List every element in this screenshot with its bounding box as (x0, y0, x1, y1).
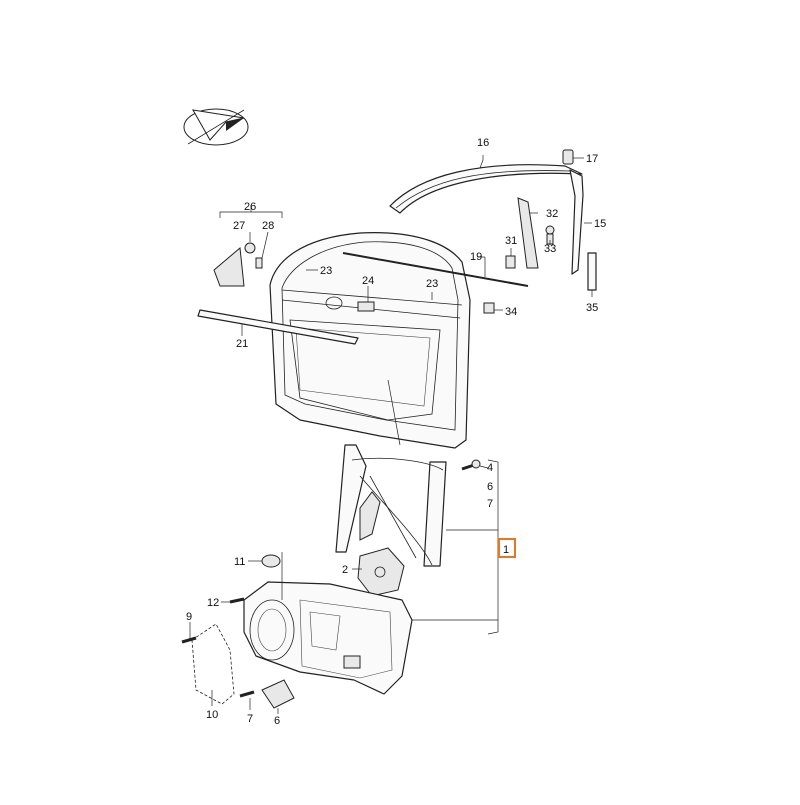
highlight-box (498, 538, 516, 558)
screw (181, 636, 197, 644)
lower-bracket (239, 679, 295, 709)
callout-21[interactable]: 21 (236, 338, 248, 350)
mirror-cover (213, 242, 263, 287)
callout-32[interactable]: 32 (546, 208, 558, 220)
sealing-foil (191, 623, 235, 705)
door-module-carrier (243, 581, 413, 695)
callout-15[interactable]: 15 (594, 218, 606, 230)
callout-6-lower[interactable]: 6 (274, 715, 280, 727)
callout-23-right[interactable]: 23 (426, 278, 438, 290)
callout-11[interactable]: 11 (234, 556, 245, 568)
callout-28[interactable]: 28 (262, 220, 274, 232)
callout-7[interactable]: 7 (487, 498, 493, 510)
callout-31[interactable]: 31 (505, 235, 517, 247)
door-shell (269, 232, 471, 449)
grommet (483, 302, 495, 314)
callout-4[interactable]: 4 (487, 462, 493, 474)
sealing-strip (197, 309, 359, 345)
seal-strip (587, 252, 597, 291)
callout-1[interactable]: 1 (503, 544, 509, 556)
actuator-rod (342, 252, 529, 287)
callout-35[interactable]: 35 (586, 302, 598, 314)
screw (461, 459, 481, 471)
washer (261, 554, 281, 568)
callout-labels: 1 2 4 6 7 6 7 9 10 11 12 15 16 17 19 21 … (186, 137, 606, 727)
callout-33[interactable]: 33 (544, 243, 556, 255)
callout-6[interactable]: 6 (487, 481, 493, 493)
callout-2[interactable]: 2 (342, 564, 348, 576)
callout-10[interactable]: 10 (206, 709, 218, 721)
callout-12[interactable]: 12 (207, 597, 219, 609)
callout-34[interactable]: 34 (505, 306, 517, 318)
callout-7-lower[interactable]: 7 (247, 713, 253, 725)
screw (229, 597, 245, 604)
callout-19[interactable]: 19 (470, 251, 482, 263)
leader-lines (189, 155, 593, 714)
bracket-part (505, 255, 516, 269)
clip-part (562, 149, 574, 165)
orientation-compass-icon (183, 108, 249, 146)
window-regulator (335, 444, 447, 567)
callout-24[interactable]: 24 (362, 275, 374, 287)
window-guide-rail (389, 164, 584, 275)
callout-9[interactable]: 9 (186, 611, 192, 623)
callout-23-left[interactable]: 23 (320, 265, 332, 277)
callout-27[interactable]: 27 (233, 220, 245, 232)
callout-26[interactable]: 26 (244, 201, 256, 213)
callout-17[interactable]: 17 (586, 153, 598, 165)
window-motor (357, 547, 405, 597)
callout-16[interactable]: 16 (477, 137, 489, 149)
